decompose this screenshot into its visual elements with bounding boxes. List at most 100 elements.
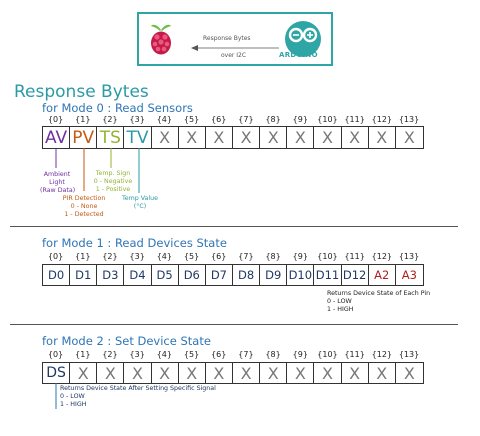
byte-index: {6} (211, 115, 227, 124)
annotation-ambient-light: Ambient Light (Raw Data) (40, 171, 76, 194)
annotation-temp-value: Temp Value (°C) (121, 195, 159, 210)
byte-cell: X (260, 127, 288, 148)
byte-index: {9} (292, 115, 308, 124)
byte-index: {12} (371, 252, 393, 261)
mode2-connector (55, 383, 57, 409)
banner-text-line1: Response Bytes (203, 35, 251, 42)
byte-cell: D11 (314, 265, 342, 285)
byte-index: {8} (265, 252, 281, 261)
byte-cell: D5 (152, 265, 179, 285)
byte-cell: DS (43, 363, 71, 383)
byte-index: {3} (129, 252, 145, 261)
byte-index: {0} (47, 350, 64, 359)
divider (10, 226, 458, 227)
arduino-logo (285, 21, 321, 57)
byte-cell: D9 (260, 265, 288, 285)
byte-cell: X (206, 363, 233, 383)
byte-cell: X (97, 363, 125, 383)
byte-cell: X (152, 363, 179, 383)
byte-cell: AV (43, 127, 71, 148)
byte-index: {11} (344, 252, 365, 261)
byte-index: {13} (398, 350, 420, 359)
byte-cell: TS (97, 127, 125, 148)
banner-text-line2: over I2C (221, 52, 247, 59)
byte-index: {5} (183, 115, 200, 124)
mode1-note: Returns Device State of Each Pin 0 - LOW… (327, 290, 431, 313)
byte-cell: X (179, 363, 206, 383)
byte-index: {7} (238, 350, 254, 359)
annotation-pir-detection: PIR Detection 0 - None 1 - Detected (62, 195, 106, 218)
raspberry-pi-logo (151, 24, 171, 55)
byte-cell: D1 (70, 265, 98, 285)
byte-cell: PV (70, 127, 98, 148)
byte-index: {7} (238, 252, 254, 261)
byte-index: {9} (292, 252, 308, 261)
byte-index: {1} (75, 252, 91, 261)
byte-index: {8} (265, 350, 281, 359)
response-banner: Response Bytes over I2C ARDUINO (137, 12, 333, 66)
byte-cell: X (403, 363, 415, 383)
byte-cell: TV (124, 127, 152, 148)
byte-index: {12} (371, 350, 393, 359)
byte-index: {4} (156, 115, 172, 124)
byte-index: {4} (156, 350, 172, 359)
byte-cell: A2 (369, 265, 396, 285)
annotation-temp-sign: Temp. Sign 0 - Negative 1 - Positive (93, 170, 133, 193)
byte-cell: X (206, 127, 233, 148)
mode2-note: Returns Device State After Setting Speci… (60, 385, 216, 408)
byte-index: {1} (75, 115, 91, 124)
byte-cell: X (342, 363, 369, 383)
mode0-connectors (55, 148, 140, 193)
byte-cell: A3 (401, 268, 417, 282)
byte-cell: X (152, 127, 179, 148)
byte-index: {10} (317, 115, 338, 124)
byte-index: {10} (317, 350, 338, 359)
mode1-heading: for Mode 1 : Read Devices State (42, 236, 227, 250)
byte-index: {0} (47, 252, 64, 261)
byte-cell: D8 (233, 265, 261, 285)
byte-index: {13} (398, 252, 420, 261)
byte-cell: D6 (179, 265, 206, 285)
byte-cell: X (124, 363, 152, 383)
byte-cell: D10 (287, 265, 315, 285)
mode0-index-row: {0} {1} {2} {3} {4} {5} {6} {7} {8} {9} {10} {11} {1… (42, 115, 423, 124)
byte-index: {5} (183, 350, 200, 359)
byte-cell: D4 (124, 265, 152, 285)
byte-index: {3} (129, 115, 145, 124)
byte-index: {11} (344, 350, 365, 359)
byte-cell: D0 (43, 265, 71, 285)
byte-index: {0} (47, 115, 64, 124)
left-arrow-icon (191, 45, 279, 51)
byte-index: {2} (102, 115, 118, 124)
byte-index: {11} (344, 115, 365, 124)
byte-cell: X (403, 128, 415, 147)
byte-index: {4} (156, 252, 172, 261)
byte-cell: D12 (342, 265, 369, 285)
byte-index: {7} (238, 115, 254, 124)
byte-index: {8} (265, 115, 281, 124)
byte-cell: X (342, 127, 369, 148)
byte-index: {6} (211, 350, 227, 359)
mode2-heading: for Mode 2 : Set Device State (42, 334, 211, 348)
byte-index: {1} (75, 350, 91, 359)
byte-cell: X (233, 363, 261, 383)
mode2-index-row: {0}{1}{2}{3}{4}{5}{6}{7}{8}{9}{10}{11}{1… (42, 350, 423, 359)
byte-cell: X (233, 127, 261, 148)
arduino-wordmark: ARDUINO (279, 51, 318, 59)
divider (10, 324, 458, 325)
mode1-index-row: {0}{1}{2}{3}{4}{5}{6}{7}{8}{9}{10}{11}{1… (42, 252, 423, 261)
byte-cell: X (287, 363, 315, 383)
byte-index: {13} (398, 115, 420, 124)
byte-index: {2} (102, 252, 118, 261)
byte-index: {3} (129, 350, 145, 359)
byte-cell: D3 (97, 265, 125, 285)
byte-index: {9} (292, 350, 308, 359)
byte-index: {12} (371, 115, 393, 124)
byte-cell: X (179, 127, 206, 148)
byte-cell: X (287, 127, 315, 148)
byte-cell: D7 (206, 265, 233, 285)
byte-index: {6} (211, 252, 227, 261)
